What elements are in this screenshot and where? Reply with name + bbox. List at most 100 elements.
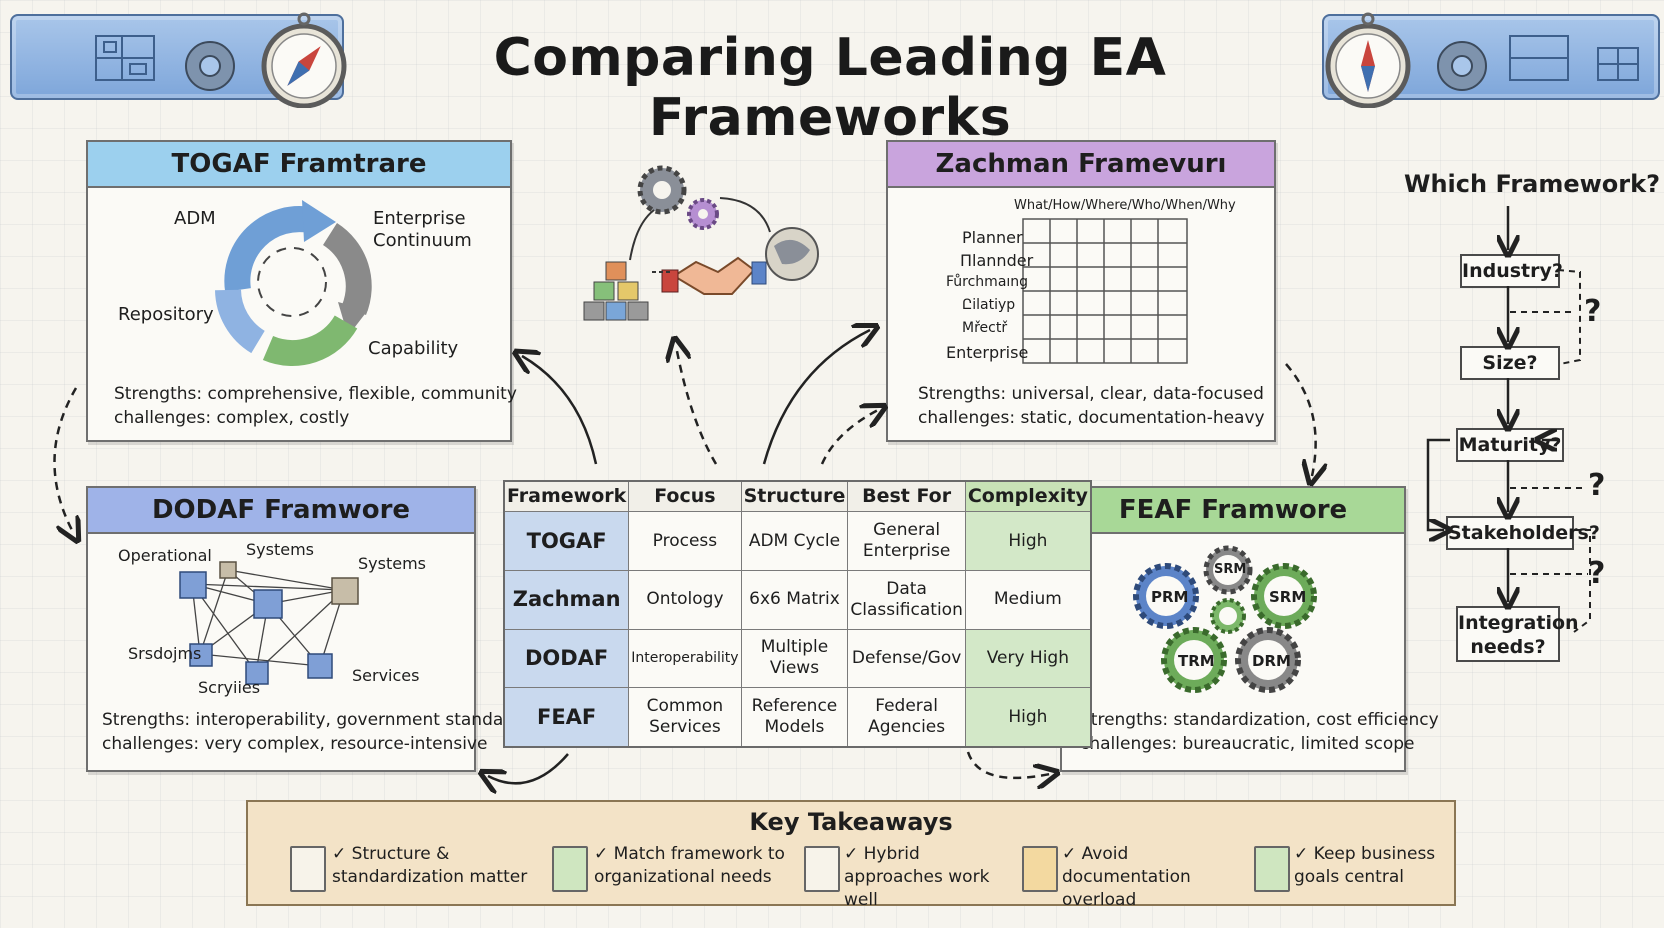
best-for-cell: Federal Agencies [847,687,966,748]
feaf-challenges: challenges: bureaucratic, limited scope [1080,734,1415,754]
systems-label: Systems [358,554,426,573]
cube-node [189,643,213,667]
structure-cell: Reference Models [740,687,849,748]
continuum-label: Continuum [373,230,472,251]
cube-node [245,661,269,685]
togaf-strengths: Strengths: comprehensive, flexible, comm… [114,384,517,404]
zachman-challenges: challenges: static, documentation-heavy [918,408,1265,428]
zachman-row-label: Ըilatiyp [962,297,1016,313]
compass-icon [1325,12,1411,108]
column-header: Best For [847,480,966,513]
document-icon [1254,846,1290,892]
flowchart-title: Which Framework? [1404,170,1661,198]
gear-icon [1235,627,1301,693]
togaf-heading: TOGAF Framtrare [88,142,510,188]
flowchart-connectors [1426,206,1591,633]
zachman-row-label: Fůrchmaıng [946,274,1029,290]
complexity-cell: Very High [964,628,1092,689]
gear-label: DRM [1252,652,1291,670]
table-row: FEAF Common Services Reference Models Fe… [503,687,1092,748]
flow-step-stakeholders: Stakeholders? [1446,516,1600,550]
feaf-heading: FEAF Framwore [1062,488,1404,534]
best-for-cell: General Enterprise [847,511,966,571]
dodaf-network-diagram [179,561,359,685]
left-banner-art [95,12,347,108]
focus-cell: Process [628,511,742,571]
systems-label: Systems [246,540,314,559]
gear-icon [1210,598,1246,634]
zachman-row-label: Πlannder [960,251,1034,270]
togaf-challenges: challenges: complex, costly [114,408,350,428]
document-icon [804,846,840,892]
capability-label: Capability [368,338,459,359]
structure-cell: Multiple Views [740,628,849,689]
structure-cell: 6x6 Matrix [740,569,849,630]
complexity-cell: Medium [964,569,1092,630]
dodaf-panel: DODAF Framwore Operational Systems Syste… [86,486,521,772]
document-icon [552,846,588,892]
operational-label: Operational [118,546,212,565]
question-mark: ? [1588,468,1606,503]
takeaway-item: ✓ Avoid documentation overload [1062,844,1191,910]
cube-node [253,589,283,619]
takeaways-title: Key Takeaways [749,808,953,836]
zachman-row-label: Mřectř [962,320,1008,336]
blueprint-icon [1509,35,1639,81]
table-row: DODAF Interoperability Multiple Views De… [503,628,1092,689]
gear-label: TRM [1178,652,1215,670]
column-header: Structure [740,480,849,513]
document-icon [1022,846,1058,892]
dodaf-challenges: challenges: very complex, resource-inten… [102,734,488,754]
gear-icon [637,165,687,215]
column-header: Focus [628,480,742,513]
focus-cell: Interoperability [628,628,742,689]
feaf-panel: FEAF Framwore PRM SRM SRM TRM DRM Streng… [1060,486,1439,772]
document-icon [290,846,326,892]
dodaf-strengths: Strengths: interoperability, government … [102,710,521,730]
complexity-cell: High [964,687,1092,748]
gear-icon [1161,627,1227,693]
adm-cycle-diagram [215,200,372,366]
gear-icon [687,198,719,230]
key-takeaways-panel: Key Takeaways ✓ Structure & standardizat… [246,800,1456,910]
flow-step-size: Size? [1460,346,1560,380]
zachman-heading: Zachman Framevurı [888,142,1274,188]
zachman-panel: Zachman Framevurı What/How/Where/Who/Whe… [886,140,1276,442]
blueprint-icon [95,35,155,81]
center-illustration [583,165,819,321]
zachman-columns-label: What/How/Where/Who/When/Why [1014,198,1236,213]
table-header-row: Framework Focus Structure Best For Compl… [503,480,1092,513]
column-header: Framework [503,480,630,513]
cube-node [307,653,333,679]
feaf-gears-diagram [1133,545,1317,693]
gear-icon [1437,41,1487,91]
zachman-strengths: Strengths: universal, clear, data-focuse… [918,384,1264,404]
structure-cell: ADM Cycle [740,511,849,571]
page-title: Comparing Leading EA Frameworks [493,28,1167,148]
best-for-cell: Data Classification [847,569,966,630]
framework-cell: FEAF [503,687,630,748]
seryiies-label: Scryiies [198,678,261,697]
focus-cell: Common Services [628,687,742,748]
zachman-grid [1022,218,1188,364]
blocks-icon [583,261,649,321]
gear-icon [1251,563,1317,629]
question-mark: ? [1584,294,1602,329]
handshake-icon [661,256,767,295]
srsdojms-label: Srsdojms [128,644,202,663]
best-for-cell: Defense/Gov [847,628,966,689]
gear-icon [185,41,235,91]
globe-icon [765,227,819,281]
table-row: TOGAF Process ADM Cycle General Enterpri… [503,511,1092,571]
comparison-table: Framework Focus Structure Best For Compl… [503,480,1092,748]
dodaf-heading: DODAF Framwore [88,488,474,534]
services-label: Services [352,666,420,685]
enterprise-label: Enterprise [373,208,466,229]
flow-step-integration: Integration needs? [1456,606,1579,662]
framework-cell: TOGAF [503,511,630,571]
togaf-panel: TOGAF Framtrare ADM Enterprise Continuum… [86,140,517,442]
gear-icon [1133,563,1199,629]
takeaway-item: ✓ Match framework to organizational need… [594,844,785,887]
repository-label: Repository [118,304,214,325]
